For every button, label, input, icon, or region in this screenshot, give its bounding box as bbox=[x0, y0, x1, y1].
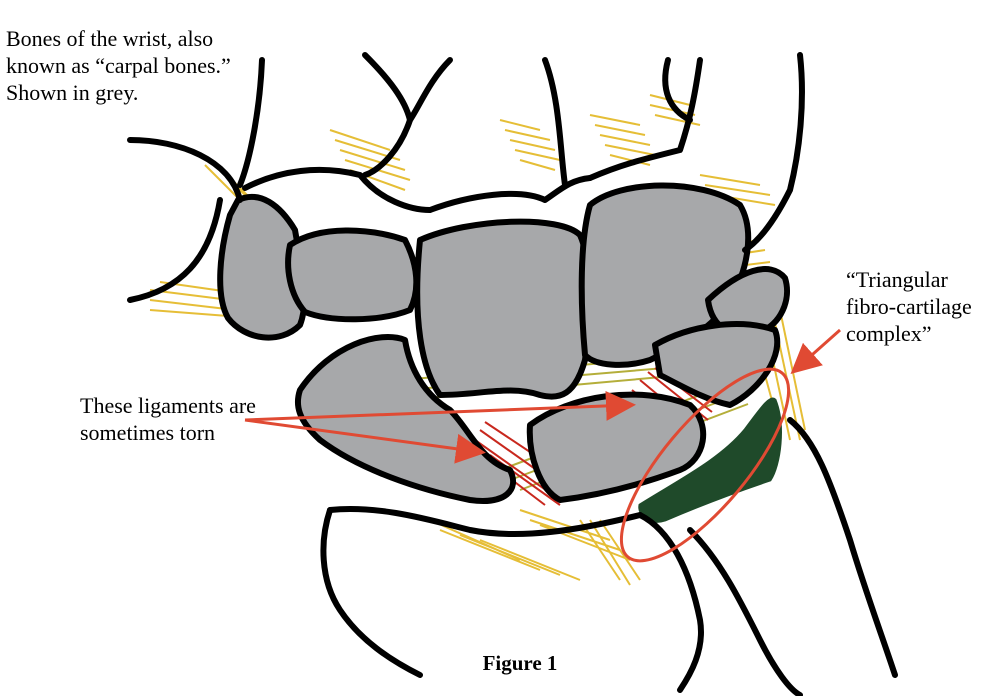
ligament-arrow-1 bbox=[244, 390, 636, 422]
carpal-bones bbox=[217, 182, 790, 504]
tfcc-tissue bbox=[638, 397, 782, 523]
trapezoid-bone bbox=[285, 227, 420, 323]
figure-caption: Figure 1 bbox=[482, 651, 558, 675]
capitate-bone bbox=[414, 218, 593, 400]
tfcc-label: “Triangular fibro-cartilage complex” bbox=[846, 267, 972, 346]
tfcc-callout-ellipse bbox=[619, 367, 791, 563]
callouts bbox=[244, 328, 841, 563]
ligaments-label: These ligaments are sometimes torn bbox=[80, 393, 256, 445]
bone-outlines bbox=[127, 52, 898, 696]
carpal-bones-label: Bones of the wrist, also known as “carpa… bbox=[6, 26, 231, 105]
ligament-arrow-2 bbox=[244, 418, 486, 464]
tfcc-arrow bbox=[790, 328, 841, 374]
triquetrum-bone bbox=[652, 321, 781, 408]
trapezium-bone bbox=[217, 193, 308, 341]
